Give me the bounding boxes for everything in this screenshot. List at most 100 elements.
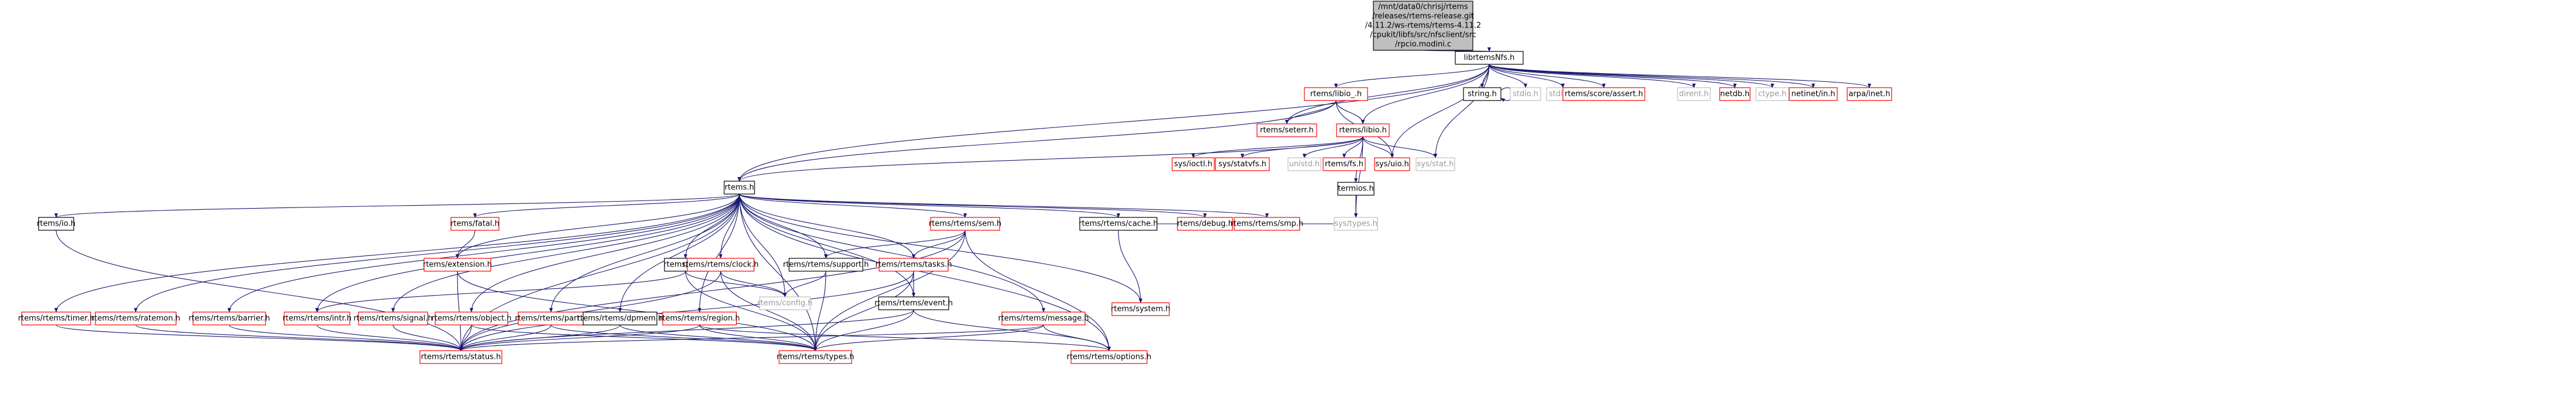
edge-rtemsh-to-cache bbox=[739, 193, 1120, 218]
node-label-fs: rtems/fs.h bbox=[1325, 160, 1363, 169]
node-message[interactable]: rtems/rtems/message.h bbox=[998, 311, 1089, 326]
node-assert[interactable]: rtems/score/assert.h bbox=[1562, 87, 1645, 101]
edge-message-to-options bbox=[1043, 324, 1111, 351]
node-rtemsio[interactable]: rtems/io.h bbox=[37, 217, 75, 231]
node-config[interactable]: rtems/config.h bbox=[757, 296, 812, 310]
node-fs[interactable]: rtems/fs.h bbox=[1323, 157, 1366, 171]
node-status[interactable]: rtems/rtems/status.h bbox=[419, 350, 502, 364]
node-options[interactable]: rtems/rtems/options.h bbox=[1067, 350, 1152, 364]
node-signal[interactable]: rtems/rtems/signal.h bbox=[353, 311, 433, 326]
node-stat[interactable]: sys/stat.h bbox=[1416, 157, 1455, 171]
edge-init-to-intr bbox=[315, 271, 686, 313]
node-tasks[interactable]: rtems/rtems/tasks.h bbox=[875, 258, 952, 272]
node-system[interactable]: rtems/system.h bbox=[1111, 302, 1170, 316]
node-debug[interactable]: rtems/debug.h bbox=[1177, 217, 1233, 231]
node-label-termios: termios.h bbox=[1338, 185, 1374, 193]
node-box-message bbox=[1001, 311, 1086, 326]
node-label-intr: rtems/rtems/intr.h bbox=[283, 314, 352, 323]
node-box-rtemsh bbox=[724, 181, 755, 195]
node-box-system bbox=[1111, 302, 1170, 316]
node-label-ratemon: rtems/rtems/ratemon.h bbox=[91, 314, 180, 323]
node-netdb[interactable]: netdb.h bbox=[1719, 87, 1751, 101]
node-unistd[interactable]: unistd.h bbox=[1287, 157, 1321, 171]
node-cache[interactable]: rtems/rtems/cache.h bbox=[1079, 217, 1158, 231]
edge-libio-to-statvfs bbox=[1240, 136, 1363, 158]
node-box-stdio bbox=[1510, 87, 1541, 101]
node-ioctl[interactable]: sys/ioctl.h bbox=[1172, 157, 1215, 171]
edge-rtemsh-to-ratemon bbox=[133, 193, 740, 313]
edge-librtemsnfs-to-arpa bbox=[1489, 64, 1871, 88]
node-object[interactable]: rtems/rtems/object.h bbox=[432, 311, 512, 326]
node-label-arpa: arpa/inet.h bbox=[1848, 90, 1890, 99]
edge-rtemsh-to-types bbox=[739, 193, 818, 351]
edge-rtemsh-to-barrier bbox=[227, 193, 740, 313]
node-box-netinet bbox=[1789, 87, 1838, 101]
node-statvfs[interactable]: sys/statvfs.h bbox=[1215, 157, 1270, 171]
node-part[interactable]: rtems/rtems/part.h bbox=[515, 311, 587, 326]
edge-sem-to-support bbox=[824, 230, 966, 259]
node-label-timer: rtems/rtems/timer.h bbox=[18, 314, 94, 323]
node-region[interactable]: rtems/rtems/region.h bbox=[659, 311, 740, 326]
edge-rtemsh-to-clock bbox=[718, 193, 740, 259]
node-box-fs bbox=[1323, 157, 1366, 171]
node-label-sem: rtems/rtems/sem.h bbox=[929, 220, 1001, 229]
node-ratemon[interactable]: rtems/rtems/ratemon.h bbox=[91, 311, 180, 326]
node-uio[interactable]: sys/uio.h bbox=[1374, 157, 1410, 171]
node-types[interactable]: rtems/rtems/types.h bbox=[777, 350, 855, 364]
node-systypes[interactable]: sys/types.h bbox=[1334, 217, 1378, 231]
node-termios[interactable]: termios.h bbox=[1337, 182, 1375, 196]
edge-rtemsh-to-smp bbox=[739, 193, 1269, 218]
edge-sem-to-status bbox=[459, 230, 966, 351]
node-extension[interactable]: rtems/extension.h bbox=[423, 258, 492, 272]
edge-rtemsh-to-fatal bbox=[473, 193, 740, 218]
edge-rtemsh-to-tasks bbox=[739, 193, 916, 259]
node-box-status bbox=[419, 350, 502, 364]
node-netinet[interactable]: netinet/in.h bbox=[1789, 87, 1838, 101]
node-box-config bbox=[759, 296, 811, 310]
node-rtemsh[interactable]: rtems.h bbox=[724, 181, 755, 195]
edge-rtemsh-to-status bbox=[459, 193, 740, 351]
edge-libio-to-stat bbox=[1362, 136, 1438, 158]
node-label-uio: sys/uio.h bbox=[1375, 160, 1409, 169]
node-seterr[interactable]: rtems/seterr.h bbox=[1256, 123, 1317, 137]
node-dirent[interactable]: dirent.h bbox=[1677, 87, 1711, 101]
node-sem[interactable]: rtems/rtems/sem.h bbox=[929, 217, 1001, 231]
node-clock[interactable]: rtems/rtems/clock.h bbox=[683, 258, 759, 272]
edge-rtemsh-to-event bbox=[739, 193, 916, 297]
node-timer[interactable]: rtems/rtems/timer.h bbox=[18, 311, 94, 326]
node-label-types: rtems/rtems/types.h bbox=[777, 353, 855, 362]
edge-libio_-to-libio bbox=[1335, 100, 1365, 124]
node-box-tasks bbox=[879, 258, 949, 272]
node-box-timer bbox=[21, 311, 91, 326]
node-librtemsnfs[interactable]: librtemsNfs.h bbox=[1455, 51, 1524, 65]
node-label-event: rtems/rtems/event.h bbox=[874, 299, 953, 308]
edge-rtemsh-to-intr bbox=[315, 193, 740, 313]
node-stringh[interactable]: string.h bbox=[1463, 87, 1501, 101]
node-box-termios bbox=[1337, 182, 1375, 196]
node-event[interactable]: rtems/rtems/event.h bbox=[874, 296, 953, 310]
node-label-ctype: ctype.h bbox=[1758, 90, 1787, 99]
edge-rtemsh-to-part bbox=[549, 193, 740, 313]
node-label-status: rtems/rtems/status.h bbox=[421, 353, 501, 362]
edge-support-to-types bbox=[813, 271, 826, 351]
node-smp[interactable]: rtems/rtems/smp.h bbox=[1231, 217, 1304, 231]
node-libio_[interactable]: rtems/libio_.h bbox=[1304, 87, 1368, 101]
node-fatal[interactable]: rtems/fatal.h bbox=[450, 217, 500, 231]
node-arpa[interactable]: arpa/inet.h bbox=[1847, 87, 1892, 101]
root-node[interactable]: /mnt/data0/chrisj/rtems /releases/rtems-… bbox=[1365, 1, 1481, 51]
node-box-options bbox=[1070, 350, 1148, 364]
node-label-config: rtems/config.h bbox=[757, 299, 812, 308]
node-barrier[interactable]: rtems/rtems/barrier.h bbox=[188, 311, 270, 326]
node-support[interactable]: rtems/rtems/support.h bbox=[783, 258, 869, 272]
node-libio[interactable]: rtems/libio.h bbox=[1336, 123, 1390, 137]
node-intr[interactable]: rtems/rtems/intr.h bbox=[283, 311, 352, 326]
edge-libio-to-uio bbox=[1362, 136, 1394, 158]
node-box-fatal bbox=[450, 217, 500, 231]
edge-sem-to-types bbox=[813, 230, 966, 351]
edge-librtemsnfs-to-rtemsh bbox=[738, 64, 1490, 182]
node-dpmem[interactable]: rtems/rtems/dpmem.h bbox=[577, 311, 663, 326]
node-stdio[interactable]: stdio.h bbox=[1510, 87, 1541, 101]
node-box-signal bbox=[358, 311, 428, 326]
node-ctype[interactable]: ctype.h bbox=[1755, 87, 1789, 101]
